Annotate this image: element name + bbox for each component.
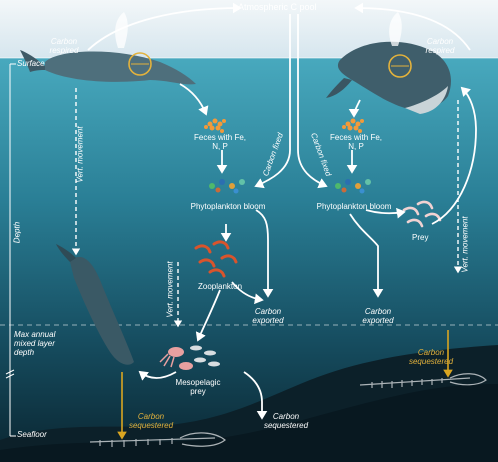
carbon-sequestered-left-label: Carbon sequestered (128, 412, 174, 430)
carbon-sequestered-center-label: Carbon sequestered (263, 412, 309, 430)
phytoplankton-left (209, 179, 245, 194)
flow-arrows (87, 2, 477, 420)
phytoplankton-bloom-left-label: Phytoplankton bloom (190, 202, 266, 211)
zooplankton-cluster (194, 240, 238, 278)
zooplankton-label: Zooplankton (198, 282, 243, 291)
vertical-movement-arrows (71, 88, 463, 328)
feces-left-label: Feces with Fe, N, P (193, 133, 246, 151)
mesopelagic-prey-cluster (159, 345, 220, 370)
whale-skeleton-right (359, 373, 487, 388)
feces-right (342, 118, 364, 133)
carbon-respired-right-label: Carbon respired (425, 37, 455, 55)
atmospheric-pool-label: Atmospheric C pool (238, 2, 317, 12)
surface-label: Surface (17, 59, 45, 68)
phytoplankton-right (335, 179, 371, 194)
vert-movement-left-label: Vert. movement (75, 126, 85, 183)
vert-movement-right-label: Vert. movement (460, 216, 470, 273)
carbon-exported-right-label: Carbon exported (362, 307, 394, 325)
spray-left (115, 12, 128, 48)
sperm-whale-surface (20, 50, 196, 85)
whale-skeleton-left (89, 432, 226, 447)
prey-label: Prey (412, 233, 429, 242)
feces-left (204, 118, 226, 133)
humpback-whale-surface (326, 41, 451, 114)
depth-label: Depth (12, 221, 22, 244)
mesopelagic-prey-label: Mesopelagic prey (175, 378, 221, 396)
spray-right (389, 12, 402, 46)
seafloor-label: Seafloor (17, 430, 47, 439)
depth-axis (5, 63, 16, 437)
carbon-sequestered-right-label: Carbon sequestered (408, 348, 454, 366)
carbon-respired-left-label: Carbon respired (49, 37, 79, 55)
mixed-layer-label: Max annual mixed layer depth (14, 330, 56, 357)
feces-right-label: Feces with Fe, N, P (329, 133, 382, 151)
sperm-whale-diving (56, 244, 134, 365)
sequestration-arrows (117, 330, 453, 440)
vert-movement-center-label: Vert. movement (165, 261, 175, 318)
carbon-exported-left-label: Carbon exported (252, 307, 284, 325)
phytoplankton-bloom-right-label: Phytoplankton bloom (316, 202, 392, 211)
